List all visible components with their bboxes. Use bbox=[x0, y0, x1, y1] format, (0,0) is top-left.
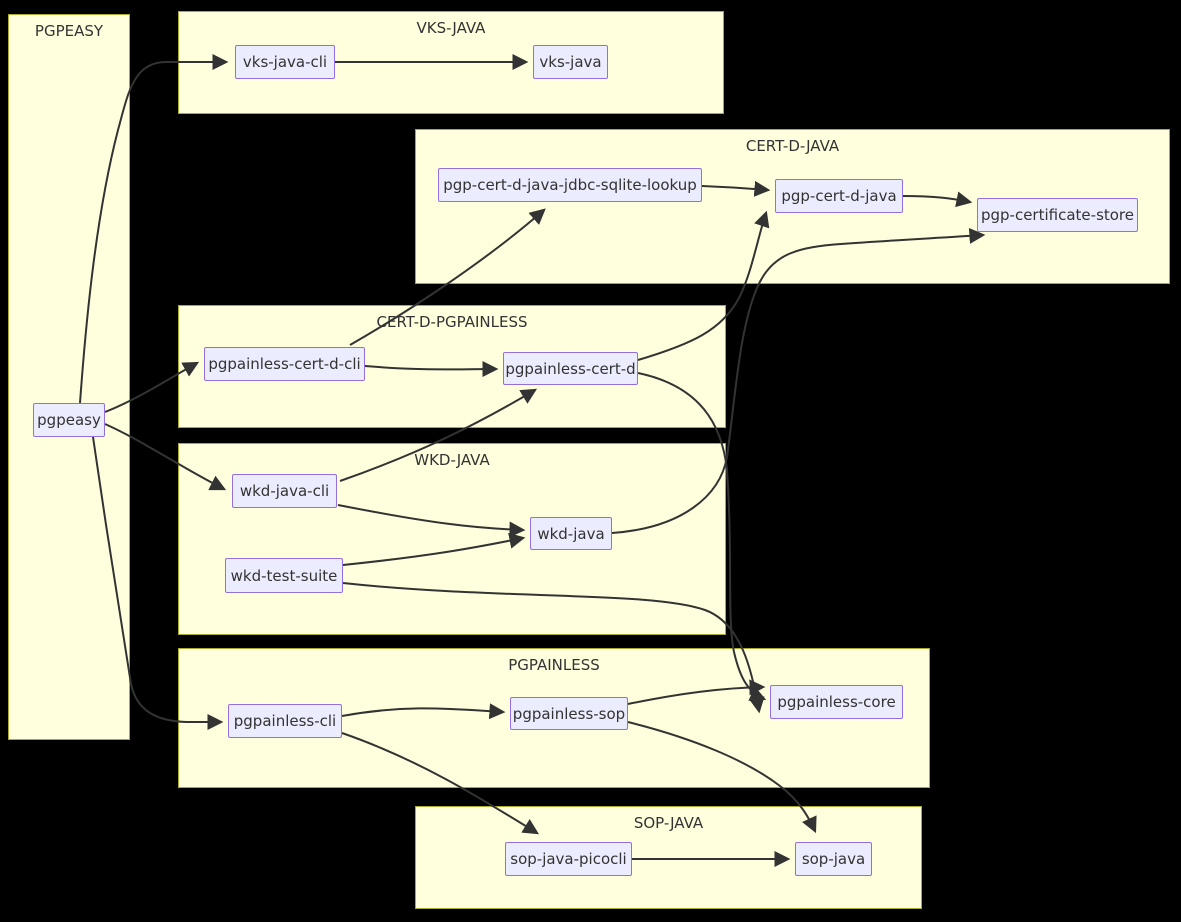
node-pgpainless-core: pgpainless-core bbox=[770, 685, 903, 719]
node-wkd-java-cli: wkd-java-cli bbox=[232, 474, 337, 508]
group-label-vks-java-group: VKS-JAVA bbox=[416, 19, 486, 37]
group-label-pgpainless-group: PGPAINLESS bbox=[508, 656, 600, 674]
node-pgpainless-cert-d: pgpainless-cert-d bbox=[503, 352, 638, 385]
group-label-cert-d-java-group: CERT-D-JAVA bbox=[745, 137, 840, 155]
node-pgpeasy: pgpeasy bbox=[33, 403, 105, 437]
group-label-pgpeasy-group: PGPEASY bbox=[34, 22, 104, 40]
node-sop-java-picocli: sop-java-picocli bbox=[505, 842, 632, 876]
group-label-sop-java-group: SOP-JAVA bbox=[633, 814, 704, 832]
node-pgp-certificate-store: pgp-certificate-store bbox=[977, 198, 1138, 232]
node-pgp-cert-d-java: pgp-cert-d-java bbox=[775, 179, 903, 213]
node-pgpainless-cli: pgpainless-cli bbox=[228, 704, 342, 738]
group-wkd-java-group: WKD-JAVA bbox=[178, 443, 726, 635]
node-pgpainless-sop: pgpainless-sop bbox=[510, 697, 628, 730]
group-pgpeasy-group: PGPEASY bbox=[8, 14, 130, 740]
node-wkd-java: wkd-java bbox=[530, 517, 612, 550]
node-pgp-cert-d-java-jdbc-sqlite-lookup: pgp-cert-d-java-jdbc-sqlite-lookup bbox=[438, 168, 702, 202]
group-label-cert-d-pgpainless-group: CERT-D-PGPAINLESS bbox=[376, 313, 528, 331]
node-sop-java: sop-java bbox=[795, 842, 872, 876]
group-label-wkd-java-group: WKD-JAVA bbox=[414, 451, 490, 469]
node-wkd-test-suite: wkd-test-suite bbox=[225, 558, 343, 593]
node-vks-java-cli: vks-java-cli bbox=[235, 45, 335, 79]
node-vks-java: vks-java bbox=[533, 45, 608, 79]
node-pgpainless-cert-d-cli: pgpainless-cert-d-cli bbox=[204, 347, 365, 381]
